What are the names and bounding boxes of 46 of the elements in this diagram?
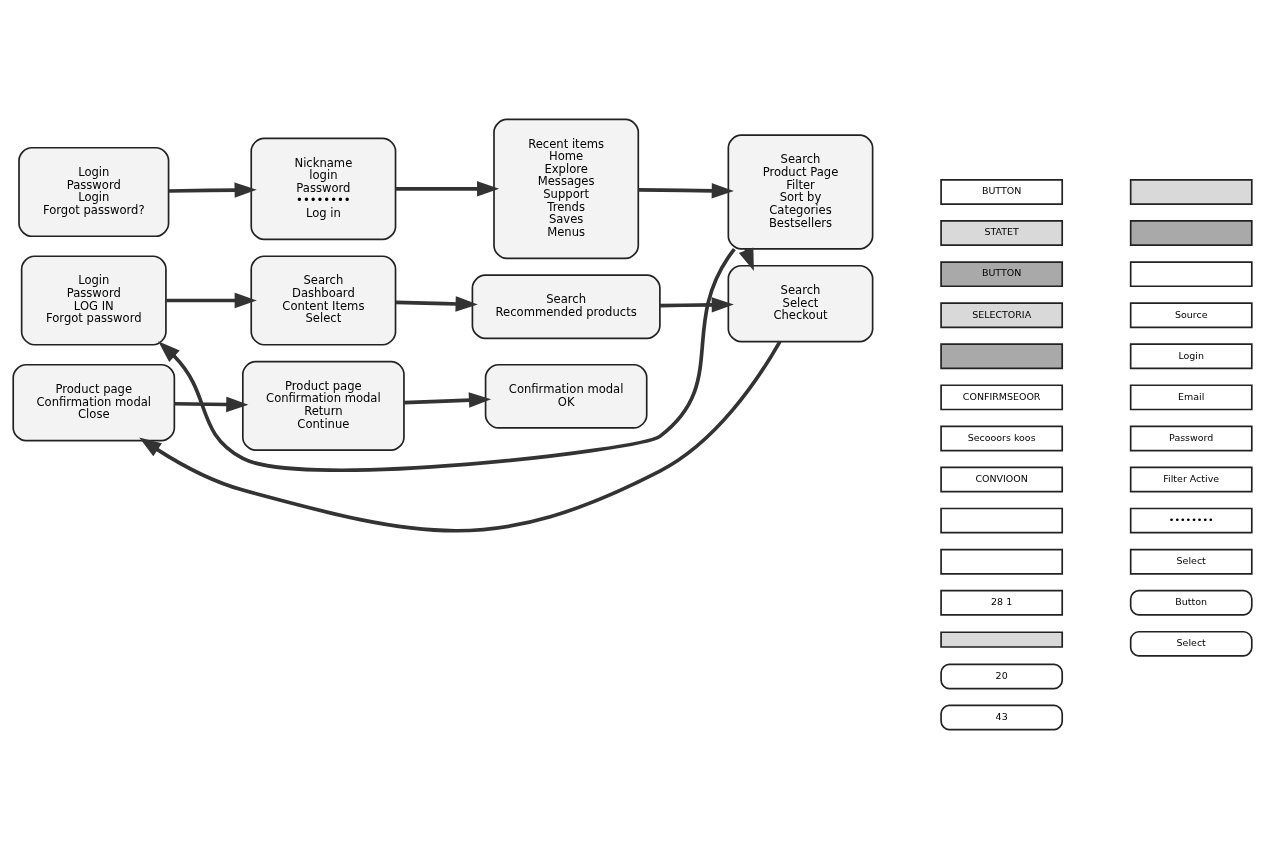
node-box: Secooors koos bbox=[939, 425, 1063, 451]
node-box: Login bbox=[1129, 342, 1253, 369]
arrow bbox=[157, 247, 736, 472]
arrow bbox=[173, 396, 248, 412]
arrow bbox=[403, 391, 491, 408]
node-box: •••••••• bbox=[1129, 507, 1253, 534]
arrow bbox=[637, 182, 734, 199]
node-box: CONFIRMSEOOR bbox=[939, 383, 1063, 410]
node-box: SELECTORIA bbox=[939, 301, 1063, 328]
arrow bbox=[165, 292, 257, 308]
node-box: 28 1 bbox=[939, 589, 1063, 616]
node-box bbox=[1129, 178, 1253, 205]
node-box bbox=[939, 342, 1063, 369]
node-box: Source bbox=[1129, 301, 1253, 328]
node-box: BUTTON bbox=[939, 260, 1063, 287]
node-box: BUTTON bbox=[939, 178, 1063, 205]
node-box: CONVIOON bbox=[939, 466, 1063, 492]
node-box bbox=[1129, 219, 1253, 246]
node-box: Search Dashboard Content Items Select bbox=[249, 254, 396, 346]
node-box: Product page Confirmation modal Close bbox=[11, 363, 175, 441]
node-box: Confirmation modal OK bbox=[484, 363, 648, 429]
node-box: Recent items Home Explore Messages Support Trends Saves Menus bbox=[492, 118, 639, 259]
node-box: Product page Confirmation modal Return Continue bbox=[241, 360, 405, 451]
node-box: Search Select Checkout bbox=[727, 264, 873, 342]
node-box: Password bbox=[1129, 425, 1253, 451]
node-box: Login Password Login Forgot password? bbox=[17, 146, 169, 237]
arrow bbox=[138, 340, 781, 533]
node-box: 43 bbox=[939, 704, 1063, 730]
node-box: 20 bbox=[939, 663, 1063, 689]
node-box: Email bbox=[1129, 383, 1253, 410]
node-box: Button bbox=[1129, 589, 1253, 616]
node-box: STATET bbox=[939, 219, 1063, 246]
node-box bbox=[939, 507, 1063, 534]
node-box: Select bbox=[1129, 630, 1253, 657]
node-box: Search Recommended products bbox=[471, 273, 661, 339]
node-box bbox=[1129, 260, 1253, 287]
node-box: Filter Active bbox=[1129, 466, 1253, 492]
arrow bbox=[395, 295, 478, 312]
arrow bbox=[659, 296, 734, 313]
node-box: Select bbox=[1129, 548, 1253, 575]
arrow bbox=[395, 180, 499, 197]
arrow bbox=[168, 181, 257, 198]
node-box: Login Password LOG IN Forgot password bbox=[20, 254, 167, 346]
node-box bbox=[939, 548, 1063, 575]
node-box: Nickname login Password •••••••• Log in bbox=[249, 136, 396, 240]
node-bar bbox=[939, 630, 1063, 648]
